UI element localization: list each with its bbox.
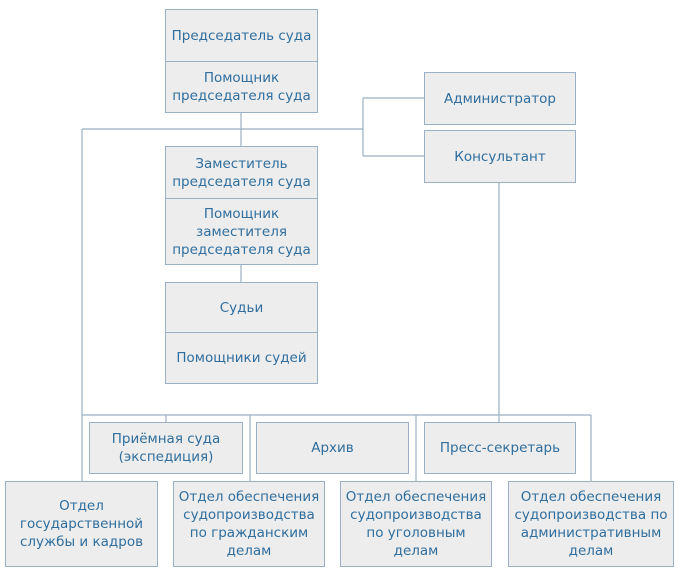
deputy-chairman-box: Заместитель председателя суда: [165, 146, 318, 199]
criminal-department-box: Отдел обеспечения судопроизводства по уг…: [340, 481, 492, 567]
consultant-box: Консультант: [424, 130, 576, 183]
chairman-assistant-box: Помощник председателя суда: [165, 61, 318, 113]
judges-box: Судьи: [165, 282, 318, 333]
civil-department-box: Отдел обеспечения судопроизводства по гр…: [173, 481, 325, 567]
press-secretary-box: Пресс-секретарь: [424, 422, 576, 474]
administrative-department-box: Отдел обеспечения судопроизводства по ад…: [508, 481, 674, 567]
archive-box: Архив: [256, 422, 409, 474]
reception-box: Приёмная суда (экспедиция): [89, 422, 243, 474]
chairman-box: Председатель суда: [165, 9, 318, 62]
administrator-box: Администратор: [424, 72, 576, 125]
judges-assistants-box: Помощники судей: [165, 332, 318, 384]
deputy-assistant-box: Помощник заместителя председателя суда: [165, 198, 318, 265]
hr-department-box: Отдел государственной службы и кадров: [5, 481, 158, 567]
